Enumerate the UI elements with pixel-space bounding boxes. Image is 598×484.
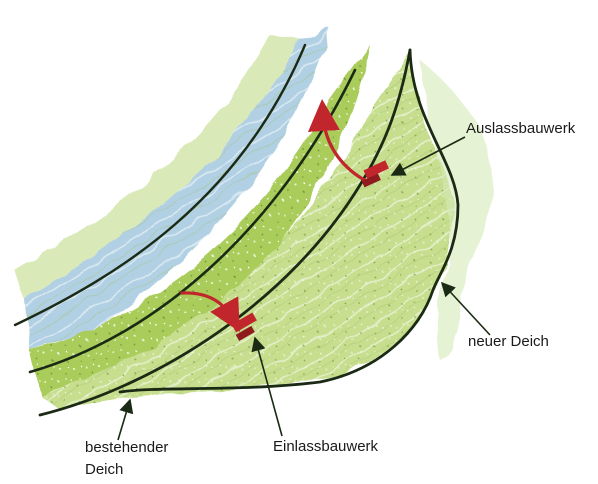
leader-existing-dike <box>118 400 130 440</box>
inlet-structure-label: Einlassbauwerk <box>273 437 378 457</box>
existing-dike-label-line2: Deich <box>85 459 168 481</box>
existing-dike-label: bestehender Deich <box>85 437 168 481</box>
new-dike-label: neuer Deich <box>468 332 549 352</box>
existing-dike-label-line1: bestehender <box>85 437 168 459</box>
outlet-structure-label: Auslassbauwerk <box>466 119 575 139</box>
